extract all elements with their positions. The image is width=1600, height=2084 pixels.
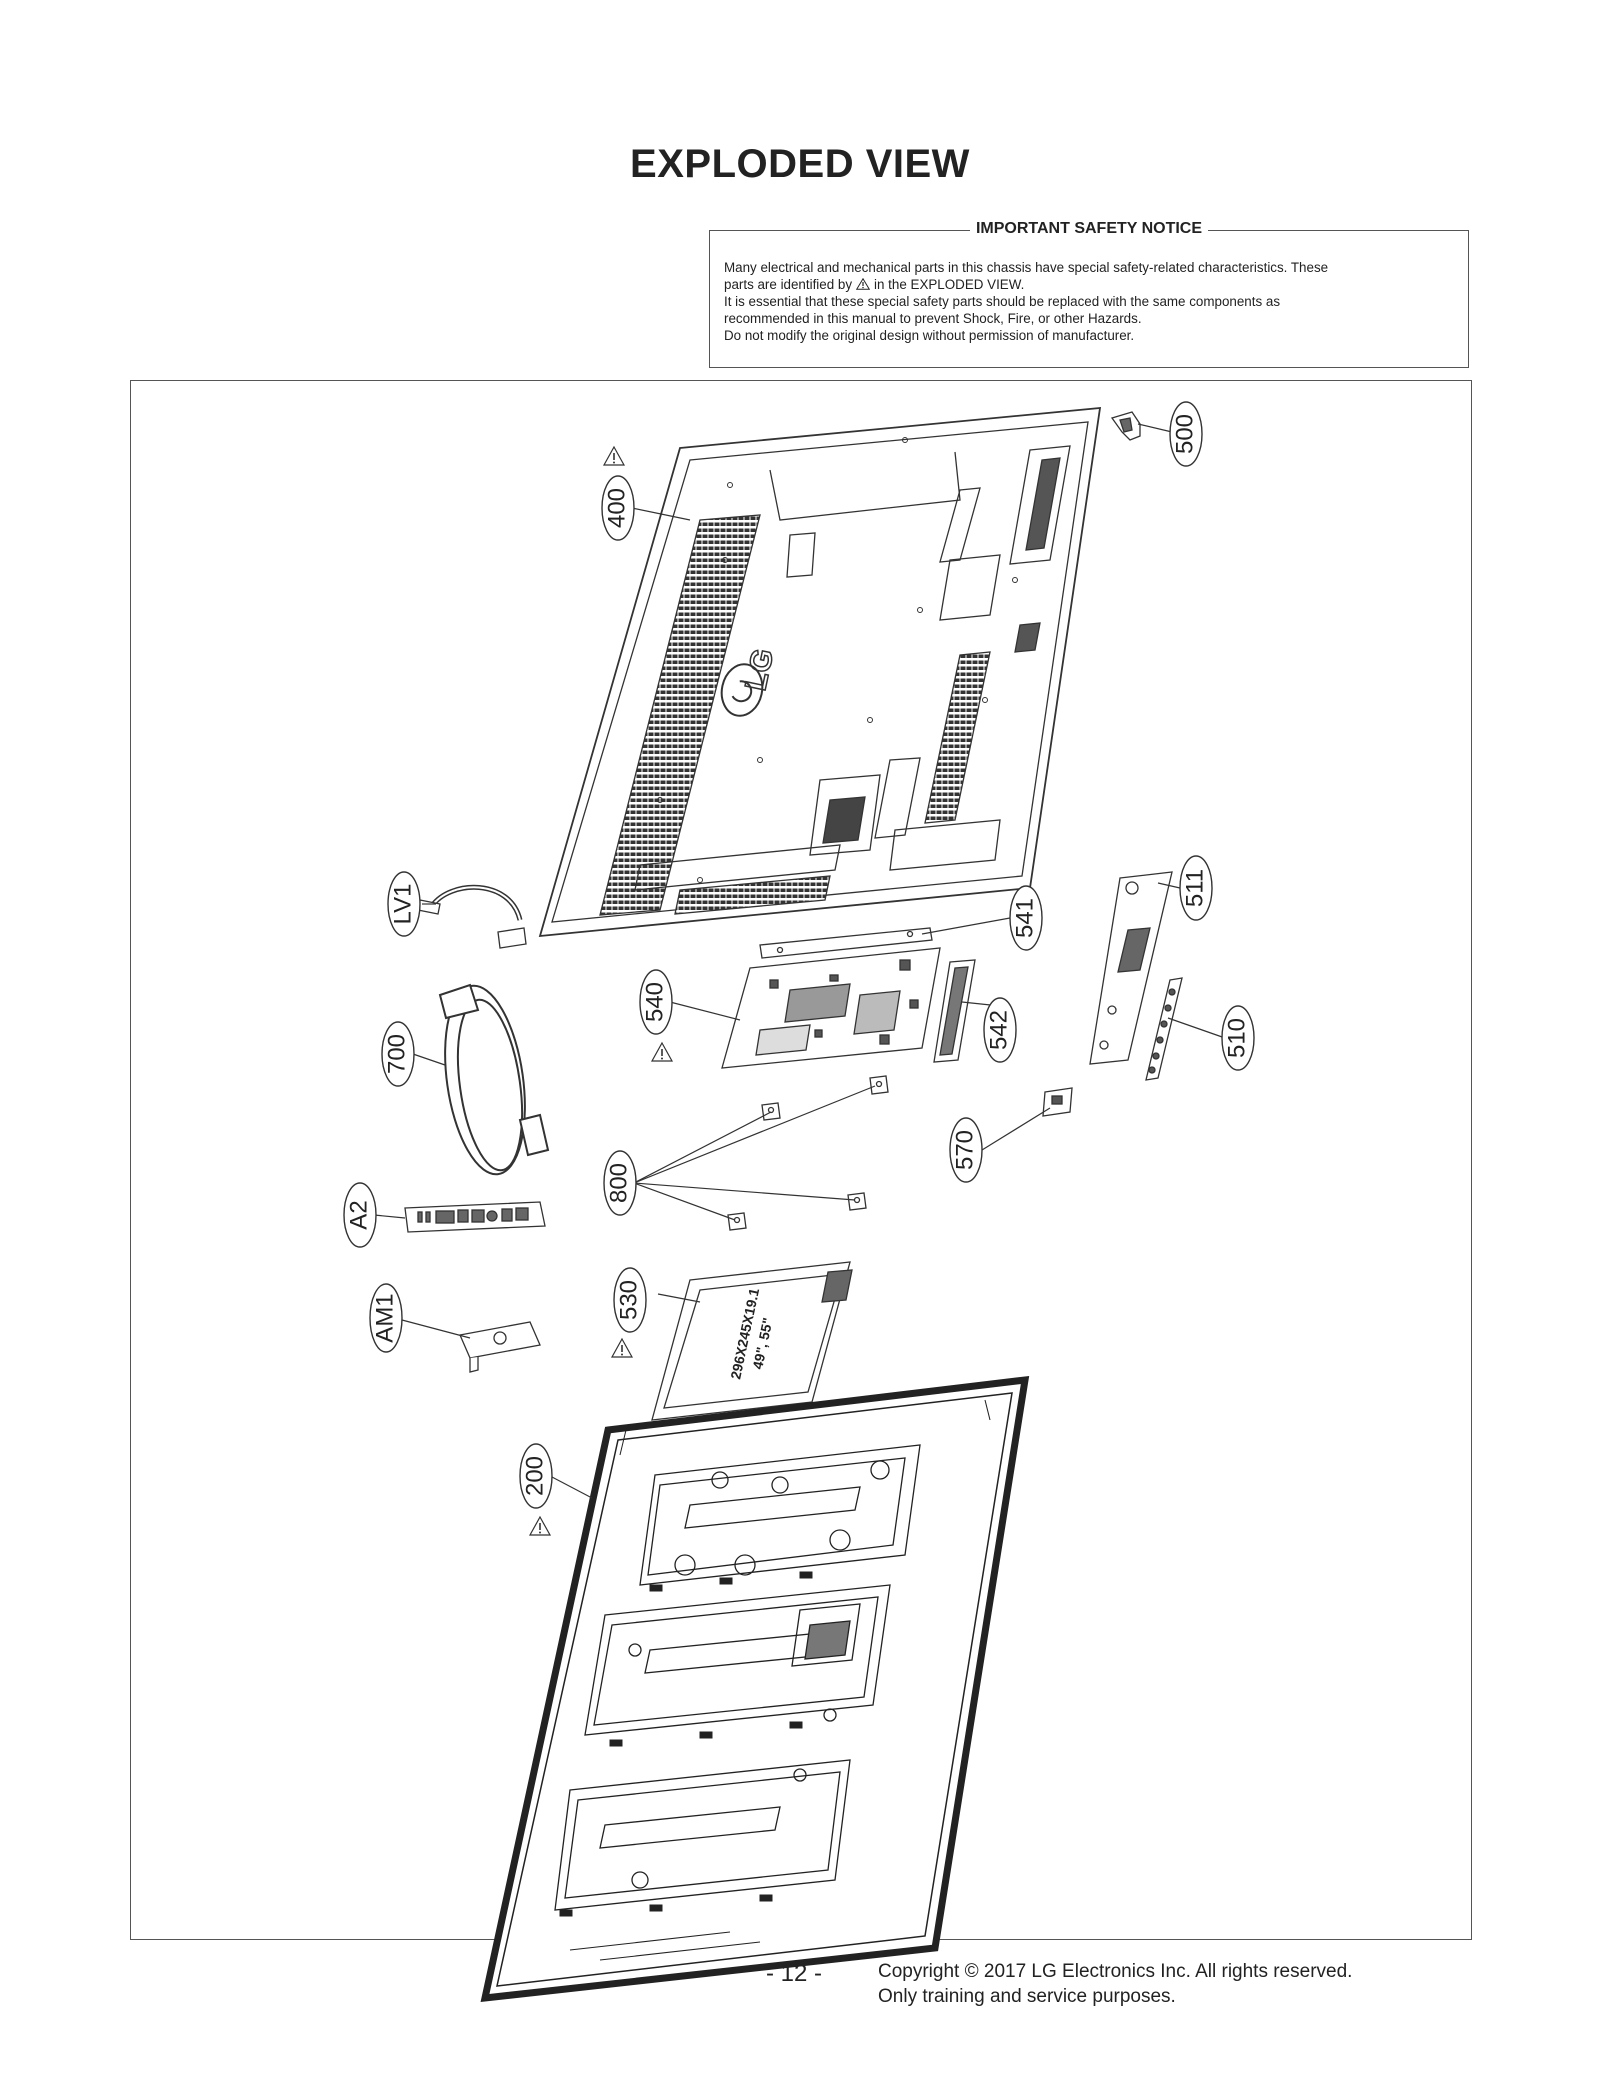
svg-text:541: 541: [1011, 898, 1038, 938]
safety-notice-heading: IMPORTANT SAFETY NOTICE: [710, 220, 1468, 238]
copyright-notice: Copyright © 2017 LG Electronics Inc. All…: [878, 1959, 1352, 2009]
part-am1-drawing: [459, 1321, 541, 1373]
warning-triangle-icon: [856, 278, 871, 290]
callout-570: 570: [949, 1117, 983, 1183]
page-number: - 12 -: [766, 1960, 823, 1987]
callout-200: 200: [519, 1443, 553, 1536]
callout-am1: AM1: [369, 1283, 403, 1353]
part-530-drawing: 296X245X19.1 49", 55": [651, 1261, 853, 1421]
svg-text:700: 700: [383, 1034, 410, 1074]
callout-lv1: LV1: [387, 871, 421, 937]
svg-text:540: 540: [641, 982, 668, 1022]
svg-text:510: 510: [1223, 1018, 1250, 1058]
callout-510: 510: [1221, 1005, 1255, 1071]
rear-chassis-drawing: [480, 1375, 1030, 2003]
callout-542: 542: [983, 997, 1017, 1063]
warning-triangle-icon: [611, 1338, 633, 1358]
callout-541: 541: [1009, 885, 1043, 951]
copyright-line: Copyright © 2017 LG Electronics Inc. All…: [878, 1961, 1353, 1982]
callout-a2: A2: [343, 1182, 377, 1248]
part-500-drawing: [1110, 411, 1141, 441]
part-570-drawing: [1042, 1087, 1073, 1117]
part-540-drawing: [721, 947, 941, 1069]
svg-text:570: 570: [951, 1130, 978, 1170]
page-title: EXPLODED VIEW: [630, 142, 970, 186]
callout-500: 500: [1169, 401, 1203, 467]
callout-400: 400: [601, 446, 635, 541]
svg-text:500: 500: [1171, 414, 1198, 454]
back-cover-drawing: LG: [538, 406, 1102, 938]
svg-text:530: 530: [615, 1280, 642, 1320]
warning-triangle-icon: [603, 446, 625, 466]
svg-text:A2: A2: [345, 1200, 372, 1229]
svg-text:AM1: AM1: [371, 1293, 398, 1342]
part-511-drawing: [1089, 871, 1173, 1065]
callout-530: 530: [611, 1267, 647, 1358]
svg-text:542: 542: [985, 1010, 1012, 1050]
svg-text:800: 800: [605, 1163, 632, 1203]
warning-triangle-icon: [651, 1042, 673, 1062]
warning-triangle-icon: [529, 1516, 551, 1536]
part-800-drawing: [727, 1075, 889, 1231]
svg-text:511: 511: [1181, 869, 1208, 907]
notice-line-4: recommended in this manual to prevent Sh…: [724, 311, 1142, 326]
callout-511: 511: [1179, 855, 1213, 921]
callout-700: 700: [381, 1021, 415, 1087]
part-542-drawing: [933, 959, 976, 1063]
part-541-drawing: [759, 927, 933, 959]
notice-line-1: Many electrical and mechanical parts in …: [724, 260, 1329, 275]
notice-line-3: It is essential that these special safet…: [724, 294, 1281, 309]
part-700-drawing: [438, 983, 550, 1176]
notice-line-5: Do not modify the original design withou…: [724, 328, 1135, 343]
safety-notice-body: Many electrical and mechanical parts in …: [724, 259, 1454, 344]
safety-notice-box: IMPORTANT SAFETY NOTICE Many electrical …: [709, 220, 1469, 368]
part-lv1-drawing: [417, 884, 527, 949]
leader-lines: [373, 423, 1226, 1499]
part-510-drawing: [1145, 977, 1183, 1081]
callout-800: 800: [603, 1150, 637, 1216]
svg-text:200: 200: [521, 1456, 548, 1496]
purpose-line: Only training and service purposes.: [878, 1986, 1176, 2007]
part-a2-drawing: [404, 1201, 546, 1233]
svg-text:400: 400: [603, 488, 630, 528]
callout-540: 540: [639, 969, 673, 1062]
svg-text:LV1: LV1: [389, 884, 416, 925]
